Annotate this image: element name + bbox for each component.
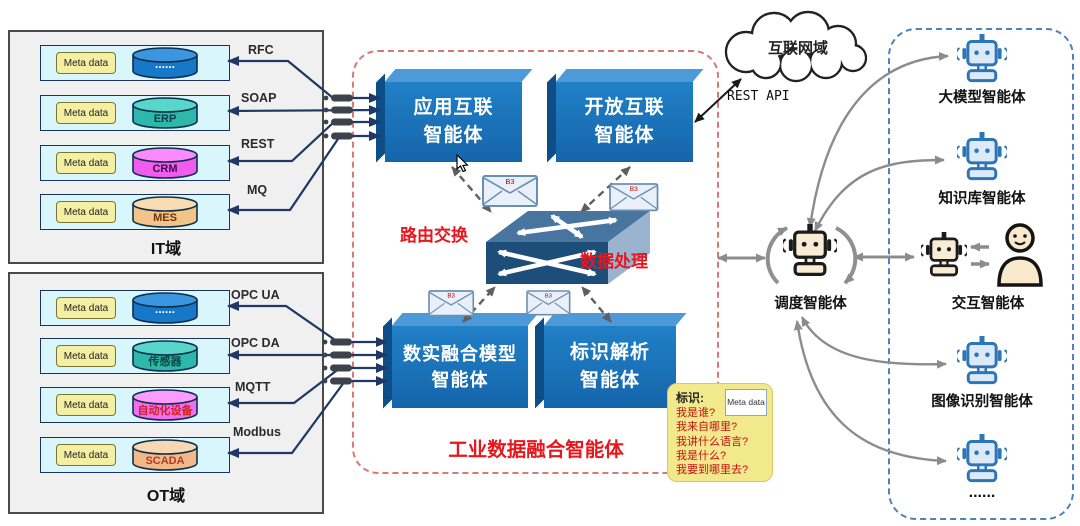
it-row-mes: Meta data MES xyxy=(40,194,230,230)
ot-domain-title: OT域 xyxy=(146,488,186,505)
scheduler-agent-label: 调度智能体 xyxy=(774,296,847,312)
more-agents-robot-icon xyxy=(957,433,1007,485)
protocol-label-mqtt: MQTT xyxy=(235,380,271,394)
agent-box-open-interconnect: 开放互联 智能体 xyxy=(556,82,693,162)
mes-cylinder-icon: MES xyxy=(132,196,198,228)
crm-cylinder-icon: CRM xyxy=(132,147,198,179)
agent-box-label: 智能体 xyxy=(423,125,484,146)
interaction-robot-icon xyxy=(921,230,967,280)
agent-box-label: 数实融合模型 xyxy=(403,343,517,364)
agent-box-label: 智能体 xyxy=(594,125,655,146)
database-cylinder-icon: ...... xyxy=(132,292,198,324)
svg-text:SCADA: SCADA xyxy=(145,455,184,467)
agents-panel xyxy=(888,28,1074,520)
meta-data-badge: Meta data xyxy=(56,297,116,319)
sensor-cylinder-icon: 传感器 xyxy=(132,340,198,372)
protocol-label-mq: MQ xyxy=(247,183,268,197)
erp-cylinder-icon: ERP xyxy=(132,97,198,129)
user-icon xyxy=(997,223,1043,287)
protocol-label-opcua: OPC UA xyxy=(231,288,280,302)
meta-data-badge: Meta data xyxy=(56,52,116,74)
agent-box-digital-real-fusion: 数实融合模型 智能体 xyxy=(392,326,528,408)
fusion-title: 工业数据融合智能体 xyxy=(448,439,624,461)
agent-box-app-interconnect: 应用互联 智能体 xyxy=(385,82,522,162)
it-domain-title: IT域 xyxy=(150,241,182,258)
ot-row-sensor: Meta data 传感器 xyxy=(40,338,230,374)
ot-row-scada: Meta data SCADA xyxy=(40,437,230,473)
scada-cylinder-icon: SCADA xyxy=(132,439,198,471)
agent-box-label: 智能体 xyxy=(579,370,640,391)
meta-data-badge: Meta data xyxy=(56,102,116,124)
more-agents-label: ...... xyxy=(968,484,996,501)
identity-question: 我是什么? xyxy=(676,449,727,462)
internet-cloud-icon: 互联网域 xyxy=(724,10,868,83)
ot-row-generic: Meta data ...... xyxy=(40,290,230,326)
protocol-label-rest: REST xyxy=(241,137,275,151)
it-connector-pills xyxy=(323,94,353,140)
agent-box-label: 应用互联 xyxy=(413,97,494,119)
interaction-agent-label: 交互智能体 xyxy=(951,296,1025,312)
meta-data-badge: Meta data xyxy=(56,152,116,174)
protocol-label-opcda: OPC DA xyxy=(231,336,280,350)
it-domain-panel: Meta data ...... Meta data ERP Meta data… xyxy=(8,30,324,264)
svg-text:传感器: 传感器 xyxy=(148,354,183,368)
it-row-crm: Meta data CRM xyxy=(40,145,230,181)
meta-data-badge: Meta data xyxy=(56,345,116,367)
agent-box-label: 标识解析 xyxy=(569,342,650,364)
meta-data-badge: Meta data xyxy=(56,394,116,416)
note-meta-data-badge: Meta data xyxy=(725,389,767,416)
svg-text:互联网域: 互联网域 xyxy=(768,39,828,57)
meta-data-badge: Meta data xyxy=(56,444,116,466)
automation-cylinder-icon: 自动化设备 xyxy=(132,389,198,421)
it-row-erp: Meta data ERP xyxy=(40,95,230,131)
scheduler-robot-icon xyxy=(783,223,837,279)
agent-box-label: 智能体 xyxy=(431,370,489,390)
identity-question: 我是谁? xyxy=(676,407,716,419)
knowledge-agent-label: 知识库智能体 xyxy=(938,191,1026,207)
ot-connector-pills xyxy=(322,338,352,385)
identity-note-title: 标识: xyxy=(676,391,704,405)
identity-question: 我来自哪里? xyxy=(676,421,738,434)
protocol-label-modbus: Modbus xyxy=(233,425,281,439)
image-recognition-agent-label: 图像识别智能体 xyxy=(931,394,1033,410)
protocol-label-rfc: RFC xyxy=(248,43,274,57)
agent-box-identifier-resolution: 标识解析 智能体 xyxy=(544,326,676,408)
knowledge-robot-icon xyxy=(957,131,1007,183)
llm-robot-icon xyxy=(957,33,1007,85)
it-row-generic: Meta data ...... xyxy=(40,45,230,81)
meta-data-badge: Meta data xyxy=(56,201,116,223)
svg-text:ERP: ERP xyxy=(154,113,177,125)
svg-text:MES: MES xyxy=(153,212,177,224)
identity-question: 我要到哪里去? xyxy=(676,464,749,477)
agent-box-label: 开放互联 xyxy=(584,97,665,119)
database-cylinder-icon: ...... xyxy=(132,47,198,79)
svg-text:自动化设备: 自动化设备 xyxy=(138,403,194,417)
identity-question: 我讲什么语言? xyxy=(676,435,749,448)
identity-note: 标识: 我是谁? 我来自哪里? 我讲什么语言? 我是什么? 我要到哪里去? Me… xyxy=(667,383,773,482)
llm-agent-label: 大模型智能体 xyxy=(938,90,1026,106)
svg-text:......: ...... xyxy=(155,302,175,316)
protocol-label-soap: SOAP xyxy=(241,91,277,105)
rest-api-label: REST API xyxy=(727,89,790,104)
svg-text:CRM: CRM xyxy=(152,163,177,175)
svg-text:......: ...... xyxy=(155,57,175,71)
routing-label: 路由交换 xyxy=(400,226,468,245)
image-recognition-robot-icon xyxy=(957,335,1007,387)
data-processing-label: 数据处理 xyxy=(580,252,648,271)
ot-row-automation: Meta data 自动化设备 xyxy=(40,387,230,423)
ot-domain-panel: Meta data ...... Meta data 传感器 Meta data… xyxy=(8,272,324,514)
